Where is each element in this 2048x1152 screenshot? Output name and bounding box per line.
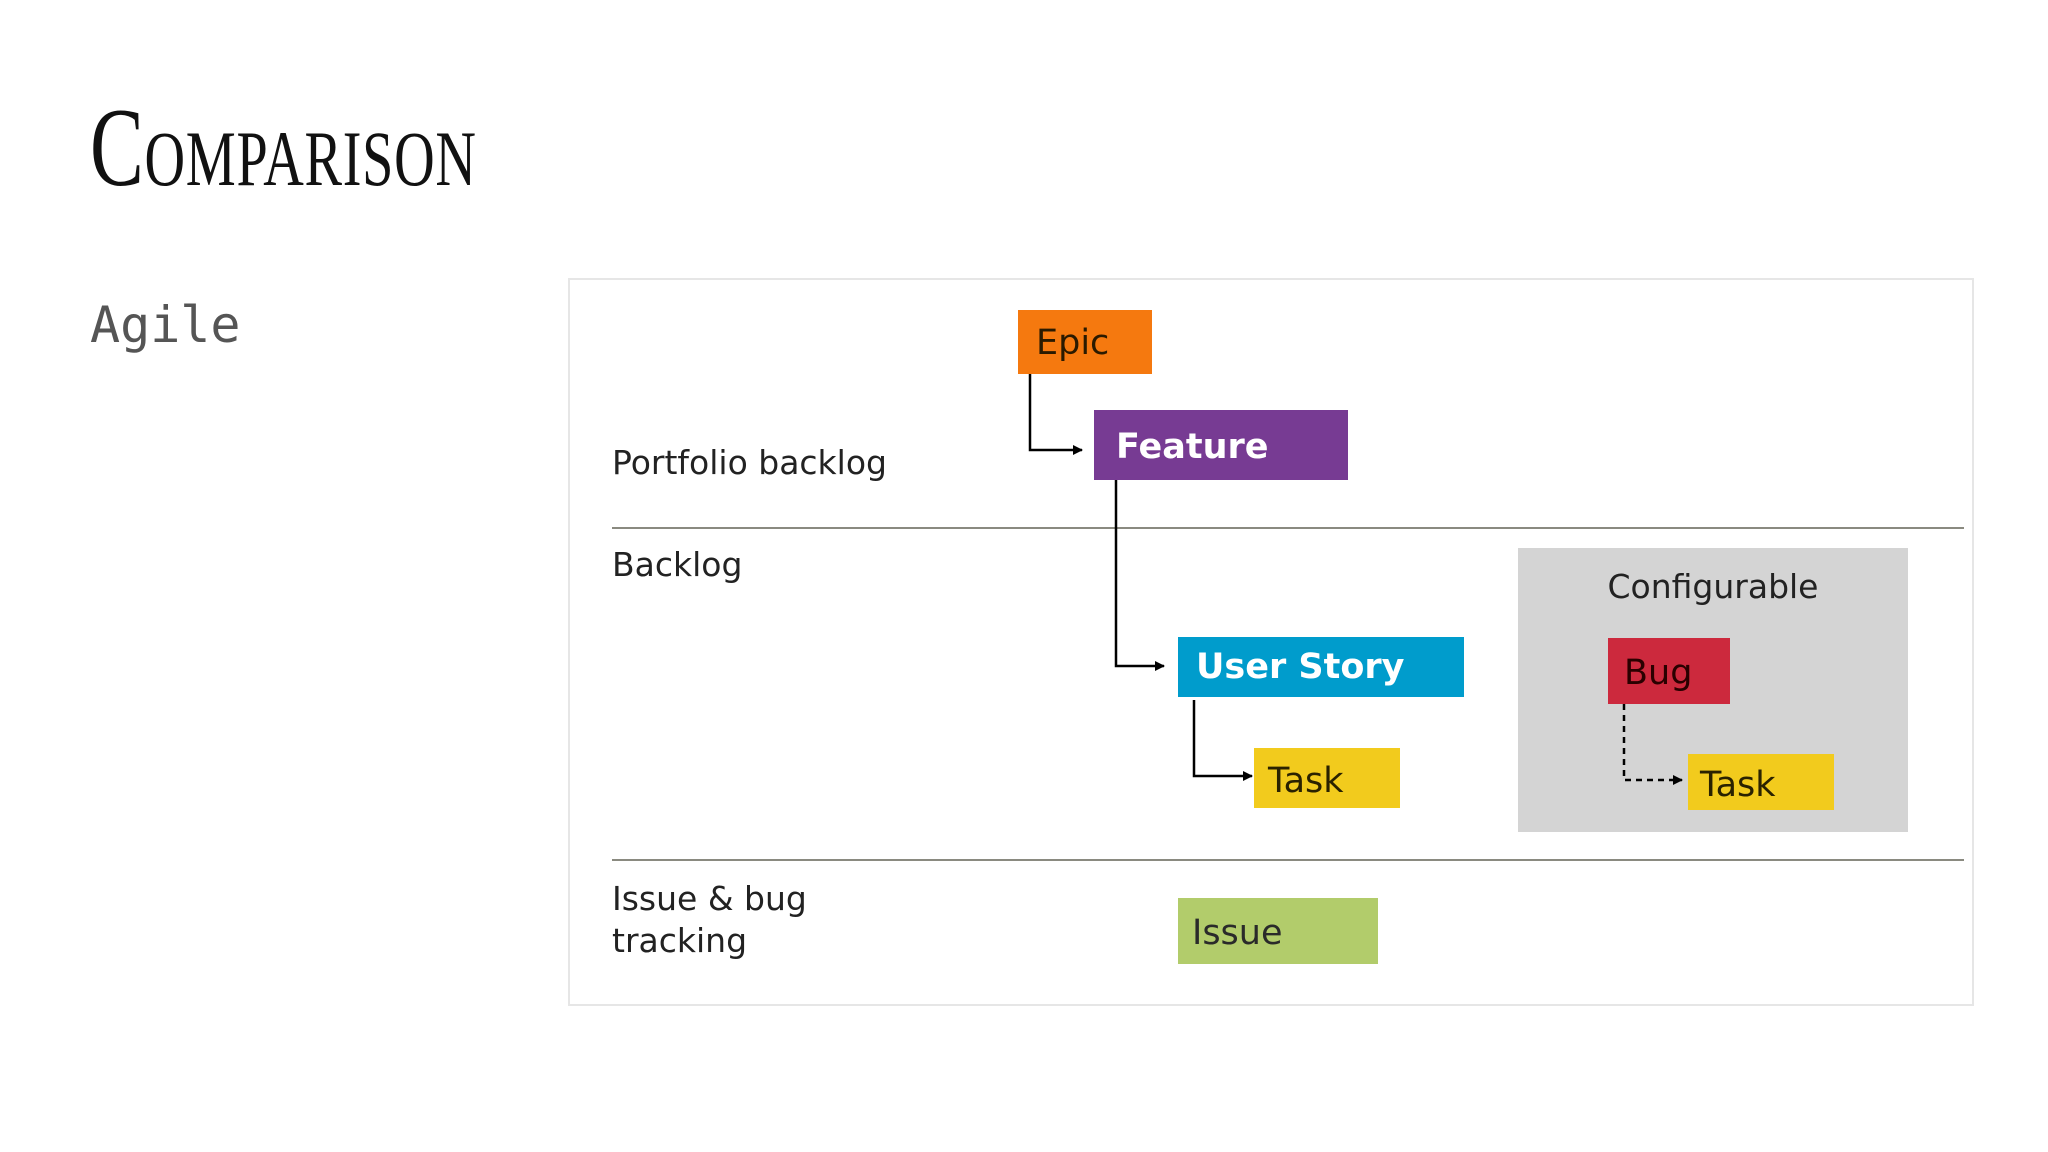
bug-task-box: [1688, 754, 1834, 810]
bug-box: [1608, 638, 1730, 704]
link-epic-to-feature: [1028, 374, 1083, 455]
work-item-epic: Epic: [1018, 310, 1152, 374]
bug-task-label: Task: [1699, 765, 1776, 805]
configurable-group-label: Configurable: [1607, 567, 1818, 606]
row-label-issue-bug-tracking: Issue & bug: [612, 879, 807, 918]
bug-label: Bug: [1624, 653, 1692, 693]
work-item-issue: Issue: [1178, 898, 1378, 964]
row-label-line: Portfolio backlog: [612, 443, 887, 482]
row-label-line: Issue & bug: [612, 879, 807, 918]
link-user-story-to-task: [1192, 700, 1253, 781]
work-item-task: Task: [1254, 748, 1400, 808]
row-label-backlog: Backlog: [612, 545, 742, 584]
user-story-box: [1178, 637, 1464, 697]
issue-label: Issue: [1192, 913, 1283, 953]
task-box: [1254, 748, 1400, 808]
work-item-bug-task: Task: [1688, 754, 1834, 810]
feature-box: [1094, 410, 1348, 480]
row-label-line: tracking: [612, 921, 747, 960]
work-item-feature: Feature: [1094, 410, 1348, 480]
feature-label: Feature: [1116, 427, 1269, 467]
slide-subtitle: Agile: [90, 296, 241, 354]
epic-box: [1018, 310, 1152, 374]
slide-title: Comparison: [90, 86, 477, 210]
row-label-portfolio-backlog: Portfolio backlog: [612, 443, 887, 482]
epic-label: Epic: [1036, 323, 1109, 363]
issue-box: [1178, 898, 1378, 964]
row-label-line: Backlog: [612, 545, 742, 584]
diagram-canvas: Portfolio backlog Backlog Issue & bug tr…: [612, 310, 1964, 964]
work-item-hierarchy-diagram: Portfolio backlog Backlog Issue & bug tr…: [568, 278, 1974, 1006]
row-label-issue-bug-tracking-line2: tracking: [612, 921, 747, 960]
task-label: Task: [1267, 761, 1344, 801]
link-bug-to-task: [1622, 704, 1683, 785]
user-story-label: User Story: [1196, 647, 1405, 687]
work-item-bug: Bug: [1608, 638, 1730, 704]
work-item-user-story: User Story: [1178, 637, 1464, 697]
link-feature-to-user-story: [1114, 480, 1165, 671]
